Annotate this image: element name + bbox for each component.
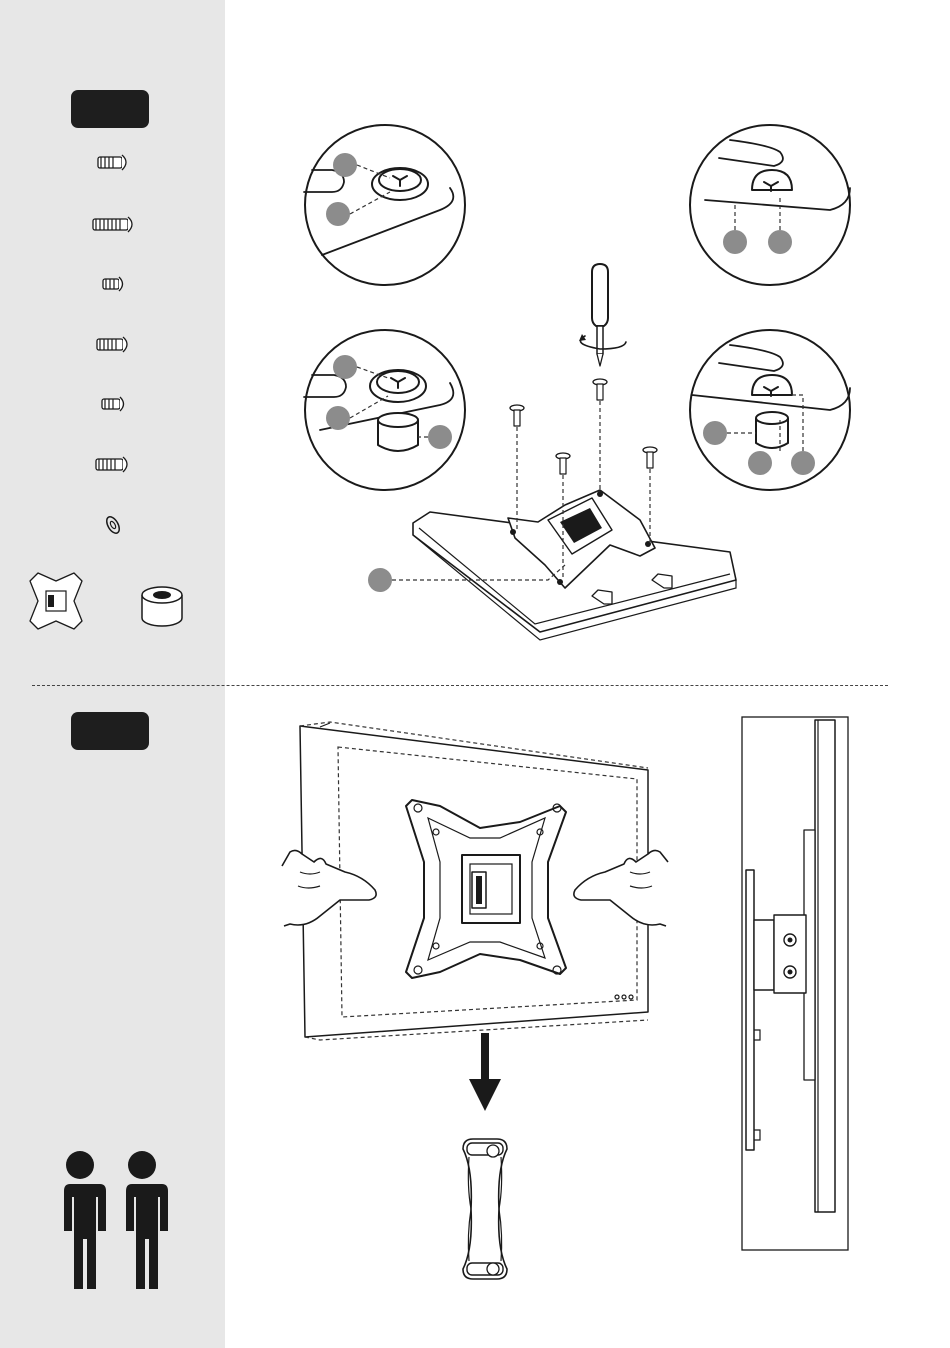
side-view-diagram bbox=[740, 713, 850, 1253]
short-screw-icon bbox=[103, 277, 123, 291]
medium-screw-icon bbox=[96, 457, 127, 472]
wall-bracket-side bbox=[746, 870, 806, 1150]
short-screw-icon bbox=[102, 397, 124, 411]
mounting-plate-icon bbox=[30, 573, 82, 629]
detail-circle-middle-left bbox=[304, 330, 465, 490]
detail-circle-top-right bbox=[690, 125, 850, 285]
screwdriver-icon bbox=[579, 264, 626, 366]
detail-circle-middle-right bbox=[690, 330, 850, 490]
tv-side-profile bbox=[804, 720, 835, 1212]
step-1-badge bbox=[71, 90, 149, 128]
down-arrow-icon bbox=[465, 1033, 505, 1113]
spacer-icon bbox=[142, 587, 182, 626]
detail-circle-top-left bbox=[304, 125, 465, 285]
wall-bracket-icon bbox=[445, 1135, 525, 1285]
screw-icon bbox=[98, 155, 126, 170]
callout-marker bbox=[368, 568, 392, 592]
bolt-icon bbox=[510, 379, 657, 474]
parts-list bbox=[0, 140, 225, 780]
mounting-plate-icon bbox=[406, 800, 566, 978]
step-1-assembly-diagram bbox=[225, 110, 925, 650]
two-people-icon bbox=[50, 1148, 180, 1298]
step-divider bbox=[32, 685, 888, 686]
long-screw-icon bbox=[93, 217, 132, 232]
medium-screw-icon bbox=[97, 337, 127, 352]
step-2-tv-diagram bbox=[280, 715, 680, 1055]
washer-icon bbox=[104, 515, 122, 536]
